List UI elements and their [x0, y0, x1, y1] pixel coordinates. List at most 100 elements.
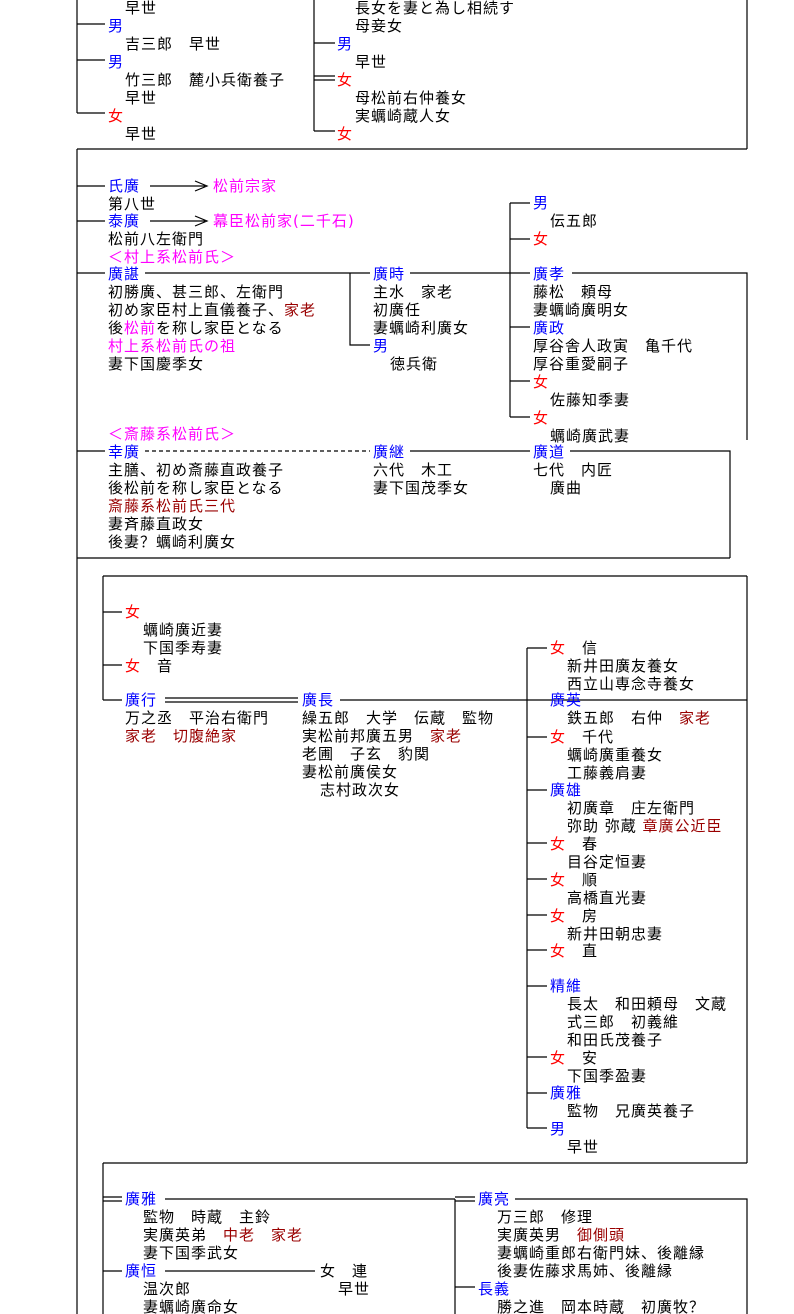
note-text: 千代 [566, 728, 615, 746]
person-name: 廣時 [373, 265, 406, 283]
clan-label: 村上系松前氏の祖 [108, 337, 237, 355]
person-name: 長義 [478, 1280, 511, 1298]
person-note: 早世 [338, 1280, 370, 1298]
person-entry: 女 [533, 230, 549, 248]
note-text: 監物 時蔵 主鈴 [143, 1208, 272, 1226]
tree-line [515, 1198, 748, 1314]
note-text: 後妻佐藤求馬姉、後離縁 [497, 1262, 674, 1280]
person-entry: 廣雅 [550, 1084, 582, 1102]
note-text: 勝之進 岡本時蔵 初廣牧？ [497, 1298, 706, 1314]
note-text: 佐藤知季妻 [550, 391, 631, 409]
note-text: 繰五郎 大学 伝蔵 監物 [302, 709, 495, 727]
note-text: 竹三郎 麓小兵衛養子 [125, 71, 286, 89]
note-text: 伝五郎 [550, 212, 599, 230]
person-entry: 男 [533, 194, 549, 212]
person-entry: 長義 [478, 1280, 510, 1298]
note-text: 実蠣崎蔵人女 [355, 107, 452, 125]
person-entry: 女 千代 [550, 728, 614, 746]
person-note: 監物 兄廣英養子 [567, 1102, 695, 1120]
person-entry: 女 [337, 125, 353, 143]
clan-label: 松前 [124, 319, 157, 337]
note-text: 妻松前廣侯女 [302, 763, 399, 781]
person-note: 妻蠣崎廣明女 [533, 301, 629, 319]
note-text: 松前八左衛門 [108, 230, 205, 248]
male-marker: 男 [533, 194, 550, 212]
person-note: 妻斉藤直政女 [108, 515, 204, 533]
person-note: 初勝廣、甚三郎、左衛門 [108, 283, 284, 301]
note-text: 女 連 [320, 1262, 369, 1280]
person-entry: 氏廣 [108, 177, 140, 195]
person-note: 徳兵衛 [390, 355, 438, 373]
person-note: 実廣英弟 中老 家老 [143, 1226, 303, 1244]
person-entry: 廣政 [533, 319, 565, 337]
note-text: 廣曲 [550, 479, 583, 497]
person-entry: 女 [108, 107, 124, 125]
note-text: 老圃 子玄 豹関 [302, 745, 431, 763]
person-note: 高橋直光妻 [567, 889, 647, 907]
person-name: 廣英 [550, 691, 583, 709]
person-note: 勝之進 岡本時蔵 初廣牧？ [497, 1298, 705, 1314]
person-entry: 幸廣 [108, 443, 140, 461]
person-note: 後妻佐藤求馬姉、後離縁 [497, 1262, 673, 1280]
person-note: 弥助 弥蔵 章廣公近臣 [567, 817, 723, 835]
note-text: 式三郎 初義維 [567, 1013, 680, 1031]
person-entry: 男 [108, 53, 124, 71]
note-text: 蠣崎廣重養女 [567, 746, 664, 764]
person-note: 主水 家老 [373, 283, 453, 301]
note-text: 春 [566, 835, 599, 853]
person-note: 実廣英男 御側頭 [497, 1226, 625, 1244]
note-text: を称し家臣となる [156, 319, 284, 337]
person-note: 幕臣松前家(二千石) [213, 212, 355, 230]
person-entry: 廣孝 [533, 265, 565, 283]
person-note: 女 連 [320, 1262, 368, 1280]
note-text: 六代 木工 [373, 461, 454, 479]
person-entry: 廣行 [125, 691, 157, 709]
note-text: 厚谷重愛嗣子 [533, 355, 630, 373]
note-text: 初廣章 庄左衛門 [567, 799, 696, 817]
person-name: 廣継 [373, 443, 406, 461]
person-note: 長太 和田頼母 文蔵 [567, 995, 727, 1013]
tree-line [340, 576, 748, 1163]
rank-label: 家老 [284, 301, 317, 319]
person-note: 志村政次女 [320, 781, 400, 799]
female-marker: 女 [337, 71, 354, 89]
person-name: 廣雄 [550, 781, 583, 799]
person-note: 下国季寿妻 [143, 639, 223, 657]
arrow-line [150, 215, 209, 227]
person-note: 家老 切腹絶家 [125, 727, 237, 745]
person-entry: 女 [533, 373, 549, 391]
person-note: 妻蠣崎廣命女 [143, 1298, 239, 1314]
note-text: 母松前右仲養女 [355, 89, 468, 107]
person-entry: 廣長 [302, 691, 334, 709]
tree-line [77, 0, 748, 150]
person-name: 廣行 [125, 691, 158, 709]
person-note: 佐藤知季妻 [550, 391, 630, 409]
male-marker: 男 [337, 35, 354, 53]
double-line [455, 1196, 475, 1202]
person-note: 吉三郎 早世 [125, 35, 221, 53]
person-note: ＜村上系松前氏＞ [108, 248, 236, 266]
person-entry: 泰廣 [108, 212, 140, 230]
note-text: 房 [566, 907, 599, 925]
note-text: 後妻？蠣崎利廣女 [108, 533, 237, 551]
person-note: 蠣崎廣重養女 [567, 746, 663, 764]
person-note: 繰五郎 大学 伝蔵 監物 [302, 709, 494, 727]
arrow-line [150, 180, 209, 192]
person-entry: 廣時 [373, 265, 405, 283]
person-name: 廣亮 [478, 1190, 511, 1208]
person-name: 廣雅 [550, 1084, 583, 1102]
person-note: 後妻？蠣崎利廣女 [108, 533, 236, 551]
person-entry: 廣諶 [108, 265, 140, 283]
note-text: 長太 和田頼母 文蔵 [567, 995, 728, 1013]
person-note: 妻松前廣侯女 [302, 763, 398, 781]
male-marker: 男 [108, 17, 125, 35]
note-text: 主水 家老 [373, 283, 454, 301]
note-text: 長女を妻と為し相続す [355, 0, 516, 17]
note-text: 監物 兄廣英養子 [567, 1102, 696, 1120]
person-note: 実蠣崎蔵人女 [355, 107, 451, 125]
note-text: 高橋直光妻 [567, 889, 648, 907]
person-entry: 廣雅 [125, 1190, 157, 1208]
person-note: 廣曲 [550, 479, 582, 497]
person-note: 新井田廣友養女 [567, 657, 679, 675]
